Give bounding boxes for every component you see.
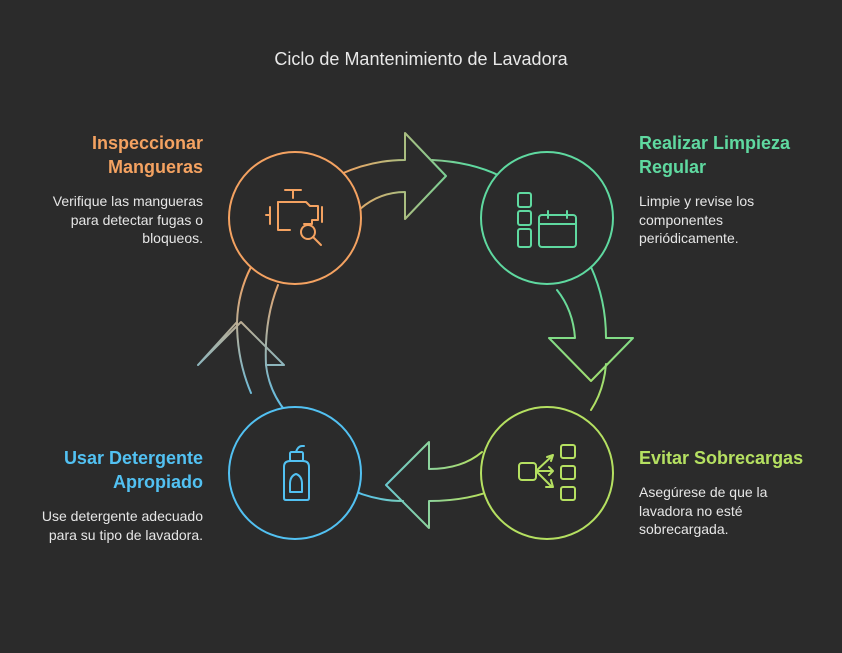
step-description: Limpie y revise los componentes periódic…	[639, 193, 755, 246]
arrow-bottom	[385, 441, 502, 529]
step-clean: Realizar Limpieza Regular Limpie y revis…	[639, 131, 814, 248]
step-circle-detergent	[228, 406, 362, 540]
step-overload: Evitar Sobrecargas Asegúrese de que la l…	[639, 446, 814, 539]
arrow-left-tail	[236, 266, 279, 366]
detergent-bottle-icon	[283, 445, 310, 501]
step-description: Use detergente adecuado para su tipo de …	[41, 508, 203, 543]
step-circle-overload	[480, 406, 614, 540]
arrow-top-tail	[431, 159, 501, 177]
arrow-right-tail	[590, 363, 607, 411]
step-description: Asegúrese de que la lavadora no esté sob…	[639, 484, 768, 537]
arrow-left	[197, 321, 287, 413]
step-circle-inspect	[228, 151, 362, 285]
step-detergent: Usar Detergente Apropiado Use detergente…	[28, 446, 203, 544]
step-heading: Usar Detergente Apropiado	[63, 448, 203, 492]
step-heading: Inspeccionar Mangueras	[91, 133, 203, 177]
step-inspect: Inspeccionar Mangueras Verifique las man…	[28, 131, 203, 248]
arrow-right	[548, 266, 634, 382]
arrow-top	[340, 132, 447, 220]
step-description: Verifique las mangueras para detectar fu…	[52, 193, 203, 246]
step-heading: Realizar Limpieza Regular	[639, 133, 791, 177]
distribute-icon	[518, 444, 576, 501]
calendar-schedule-icon	[517, 192, 577, 248]
diagram-title: Ciclo de Mantenimiento de Lavadora	[274, 49, 568, 69]
step-heading: Evitar Sobrecargas	[639, 448, 804, 468]
engine-inspect-icon	[265, 189, 323, 246]
